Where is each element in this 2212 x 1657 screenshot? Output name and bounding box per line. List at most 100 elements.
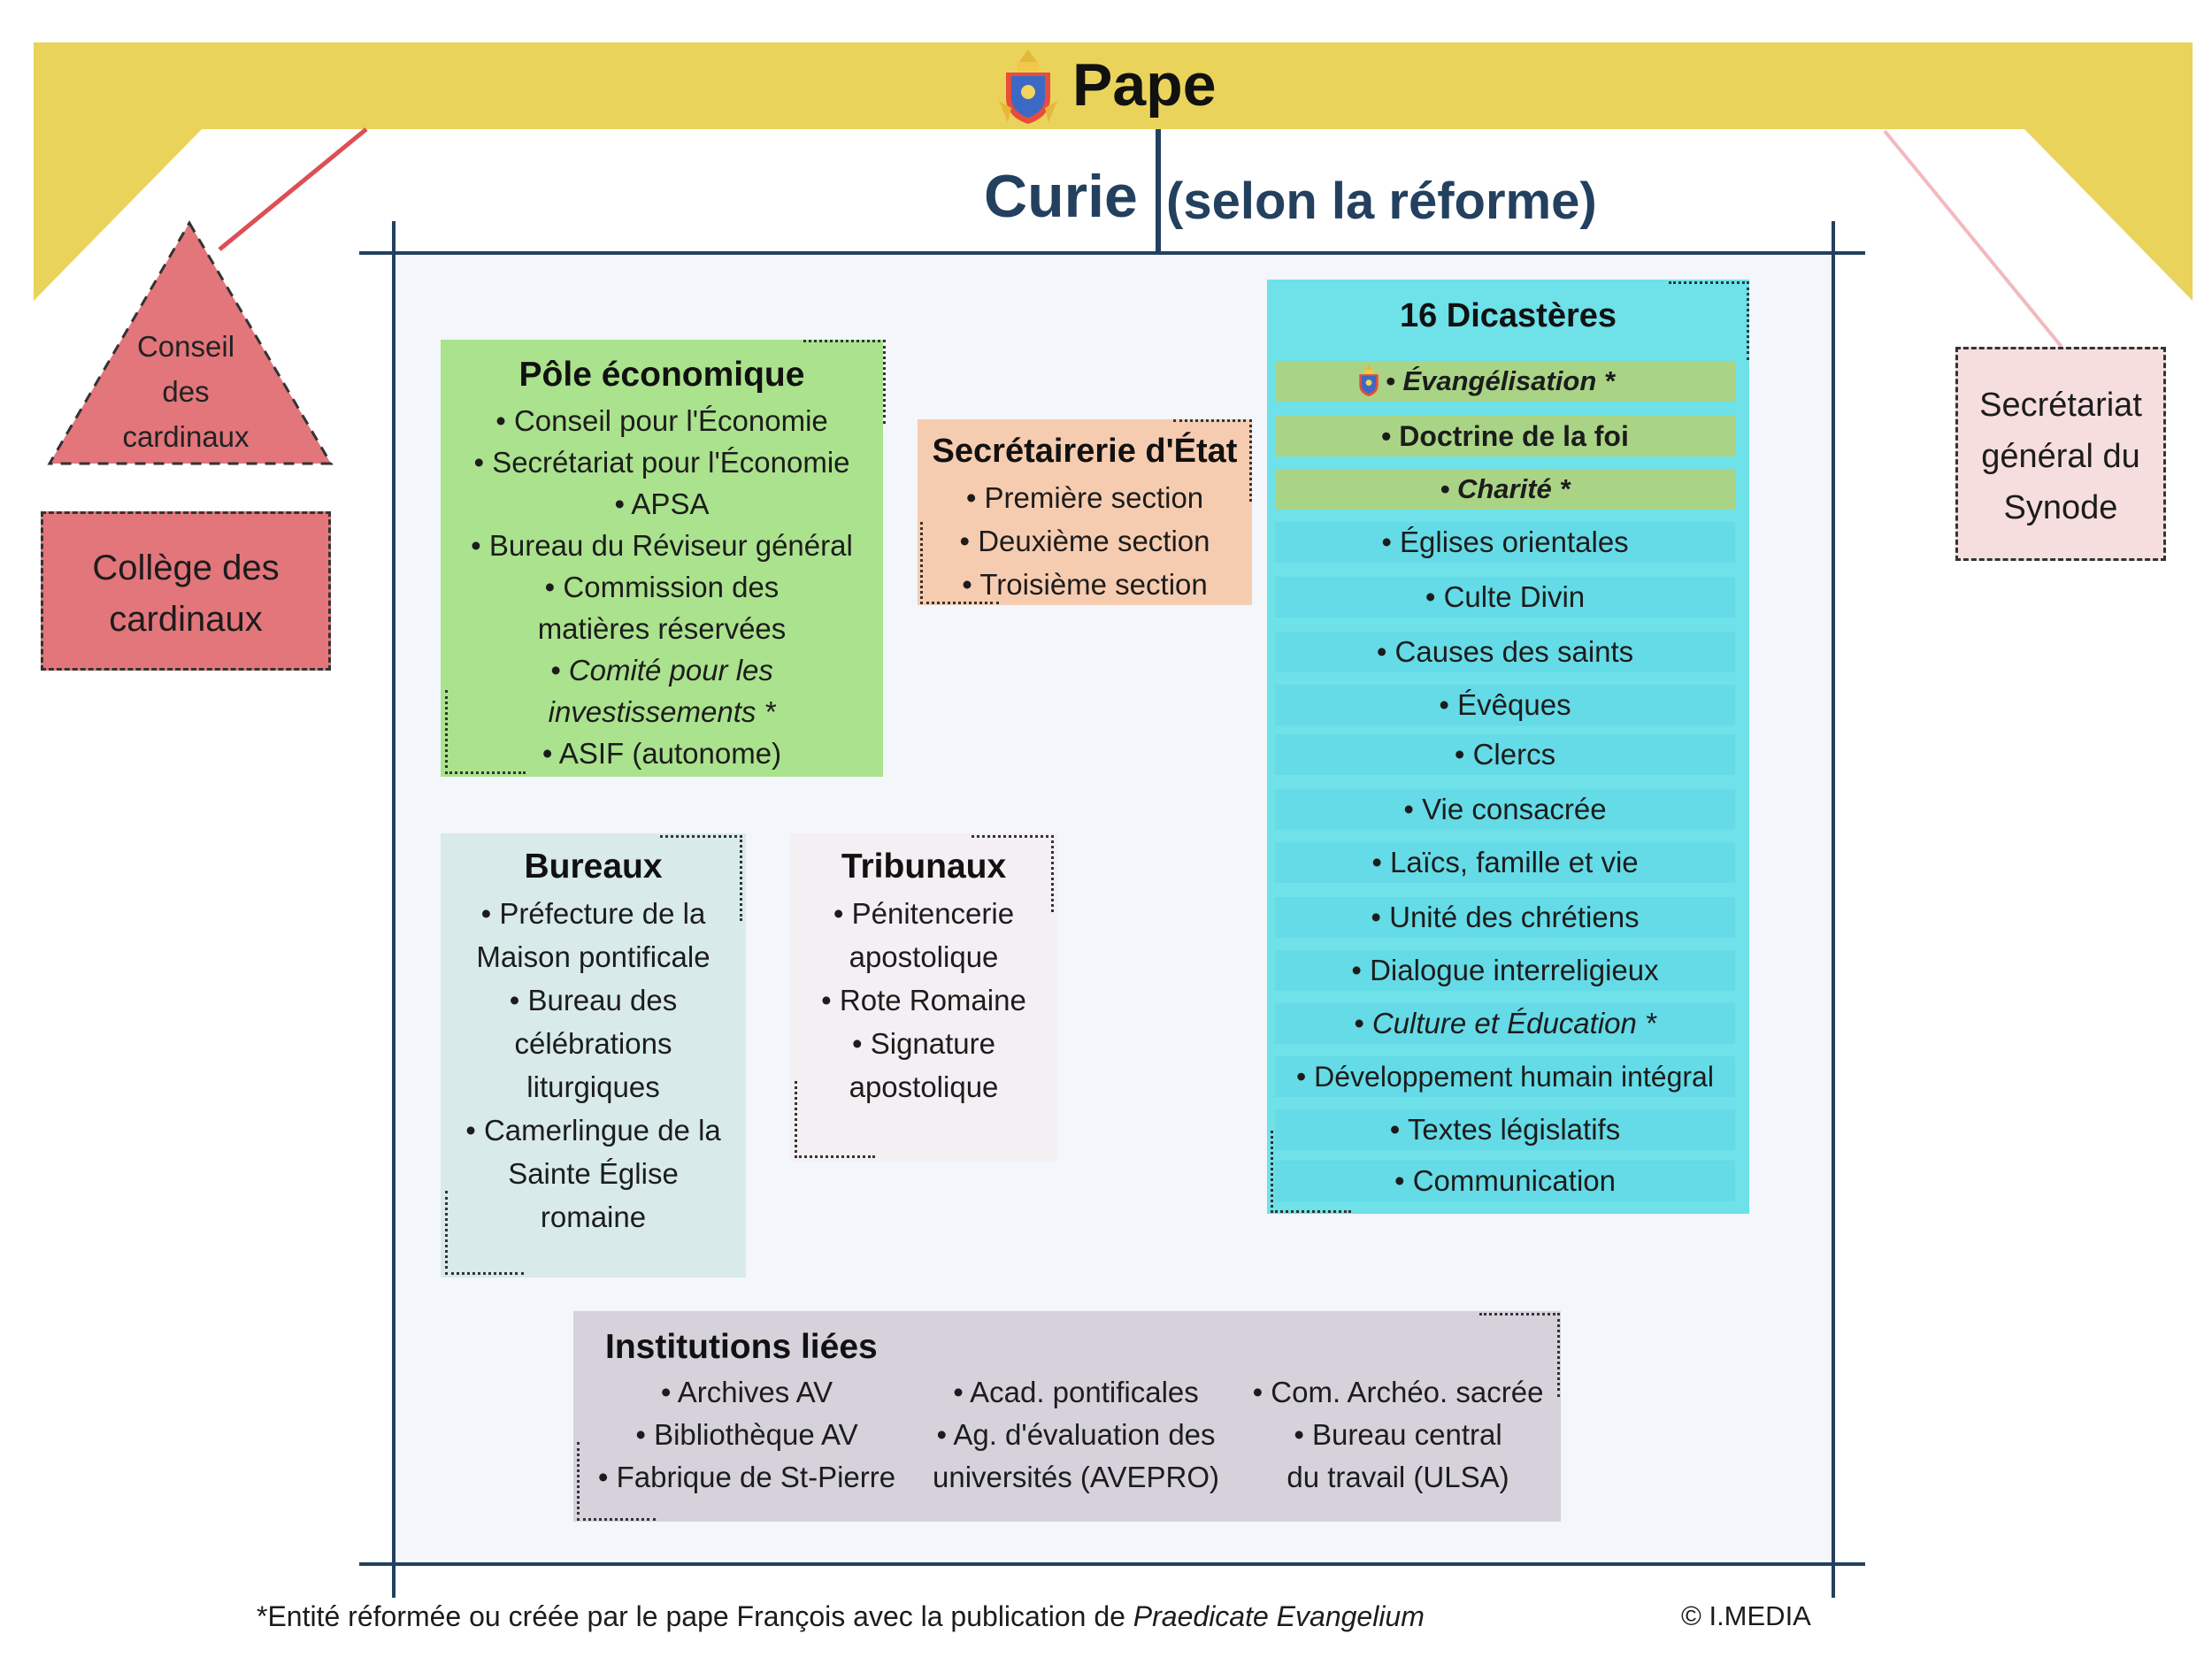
tribunaux-item: apostolique <box>849 940 999 973</box>
pole-item: investissements * <box>548 695 776 728</box>
footer-note: *Entité réformée ou créée par le pape Fr… <box>257 1596 1425 1637</box>
institutions-corner-tr <box>1479 1313 1560 1397</box>
bureaux-corner-bl <box>445 1191 524 1275</box>
footer-credit: © I.MEDIA <box>1681 1600 1811 1631</box>
tribunaux-title: Tribunaux <box>841 848 1007 886</box>
tribunaux-item: • Rote Romaine <box>821 984 1026 1016</box>
institution-item: • Bureau central <box>1294 1418 1502 1451</box>
tribunaux-item: • Pénitencerie <box>833 897 1015 930</box>
dicastere-row <box>1275 522 1735 563</box>
institution-item: du travail (ULSA) <box>1286 1461 1509 1493</box>
institutions-title: Institutions liées <box>605 1328 878 1366</box>
dicastere-label: • Culture et Éducation * <box>1354 1007 1656 1039</box>
dicastere-row <box>1275 897 1735 938</box>
pole-item: matières réservées <box>537 612 787 645</box>
bureaux-corner-tr <box>660 835 742 921</box>
dicastere-label: • Évangélisation * <box>1386 365 1615 396</box>
banner-right-wedge <box>2023 127 2193 301</box>
tribunaux-corner-bl <box>795 1081 875 1158</box>
curie-title: Curie <box>984 163 1138 230</box>
dicastere-label: • Charité * <box>1440 473 1571 504</box>
bureaux-item: Maison pontificale <box>476 940 710 973</box>
secretairerie-corner-tr <box>1173 419 1252 502</box>
curie-frame-left <box>392 221 396 1598</box>
bureaux: Bureaux • Préfecture de la Maison pontif… <box>441 833 746 1277</box>
institutions-col-2: • Acad. pontificales • Ag. d'évaluation … <box>910 1371 1242 1499</box>
top-banner <box>34 42 2193 129</box>
bureaux-item: romaine <box>540 1201 647 1233</box>
dicastere-label: • Églises orientales <box>1381 525 1629 558</box>
dicastere-row <box>1275 1056 1735 1097</box>
footer-note-text: *Entité réformée ou créée par le pape Fr… <box>257 1600 1133 1632</box>
dicastere-row <box>1275 1161 1735 1201</box>
synode-line: Secrétariat <box>1979 387 2142 424</box>
synode-line: général du <box>1981 438 2140 475</box>
college-line: Collège des <box>92 548 280 587</box>
college-line: cardinaux <box>109 600 263 639</box>
dicastere-row <box>1275 577 1735 618</box>
curie-frame-bottom <box>359 1562 1865 1566</box>
pole-corner-bl <box>445 690 526 774</box>
tribunaux-item: • Signature <box>852 1027 995 1060</box>
institutions-col-3: • Com. Archéo. sacrée • Bureau central d… <box>1239 1371 1557 1499</box>
dicastere-row <box>1275 685 1735 725</box>
curie-frame-top <box>359 251 1865 255</box>
papal-coat-of-arms-icon <box>999 50 1057 124</box>
dicastere-row <box>1275 789 1735 830</box>
dicastere-label: • Causes des saints <box>1376 635 1634 668</box>
secretairerie-corner-bl <box>920 522 999 604</box>
institution-item: • Fabrique de St-Pierre <box>597 1461 896 1493</box>
institutions-col-1: • Archives AV • Bibliothèque AV • Fabriq… <box>580 1371 913 1499</box>
dicastere-row <box>1275 1109 1735 1150</box>
pole-corner-tr <box>803 340 886 424</box>
secretairerie-title: Secrétairerie d'État <box>932 433 1238 470</box>
curie-subtitle: (selon la réforme) <box>1166 173 1597 230</box>
pole-item: • Conseil pour l'Économie <box>495 404 828 437</box>
dicastere-row <box>1275 469 1735 510</box>
dicastere-row <box>1275 416 1735 456</box>
dicastere-label: • Doctrine de la foi <box>1381 420 1629 452</box>
dicastere-label: • Communication <box>1394 1164 1616 1197</box>
secretairerie-item: • Première section <box>965 481 1204 514</box>
bureaux-item: • Préfecture de la <box>480 897 706 930</box>
pole-item: • Commission des <box>544 571 780 603</box>
dicastere-label: • Textes législatifs <box>1389 1113 1621 1146</box>
pole-item: • APSA <box>614 487 710 520</box>
bureaux-item: • Camerlingue de la <box>465 1114 721 1147</box>
pope-title: Pape <box>1072 51 1217 119</box>
conseil-line: Conseil <box>136 330 235 363</box>
tribunaux-item: apostolique <box>849 1070 999 1103</box>
dicastere-label: • Évêques <box>1439 688 1571 721</box>
bureaux-item: liturgiques <box>526 1070 660 1103</box>
dicastere-row <box>1275 1003 1735 1044</box>
institution-item: • Bibliothèque AV <box>635 1418 858 1451</box>
pole-economique: Pôle économique • Conseil pour l'Économi… <box>441 340 883 777</box>
secretairerie-item: • Troisième section <box>962 568 1208 601</box>
dicastere-row <box>1275 950 1735 991</box>
dicastere-row <box>1275 361 1735 402</box>
institutions-liees <box>573 1311 1561 1522</box>
dicastere-label: • Vie consacrée <box>1403 793 1607 825</box>
secretairerie-item: • Deuxième section <box>959 525 1210 557</box>
bureaux-item: Sainte Église <box>508 1157 679 1190</box>
synode-line: Synode <box>2003 489 2118 526</box>
dicastere-row <box>1275 632 1735 672</box>
banner-left-wedge <box>34 127 204 301</box>
dicastere-row <box>1275 734 1735 775</box>
papal-coat-of-arms-small-icon <box>1359 364 1379 396</box>
conseil-line: des <box>162 375 210 408</box>
college-des-cardinaux: Collège des cardinaux <box>41 511 331 671</box>
dicastere-label: • Unité des chrétiens <box>1371 901 1640 933</box>
dicasteres-title: 16 Dicastères <box>1399 297 1617 334</box>
connector-lines <box>218 127 2063 349</box>
secretairerie-etat: Secrétairerie d'État • Première section … <box>918 419 1252 605</box>
tribunaux-corner-tr <box>972 835 1054 912</box>
bureaux-item: célébrations <box>514 1027 672 1060</box>
footer-note-italic: Praedicate Evangelium <box>1133 1600 1425 1632</box>
institution-item: • Archives AV <box>660 1376 833 1408</box>
institution-item: • Acad. pontificales <box>953 1376 1199 1408</box>
pole-item: • Bureau du Réviseur général <box>471 529 853 562</box>
institutions-corner-bl <box>577 1442 656 1521</box>
dicastere-label: • Dialogue interreligieux <box>1351 954 1659 986</box>
dicasteres-corner-bl <box>1271 1131 1351 1213</box>
